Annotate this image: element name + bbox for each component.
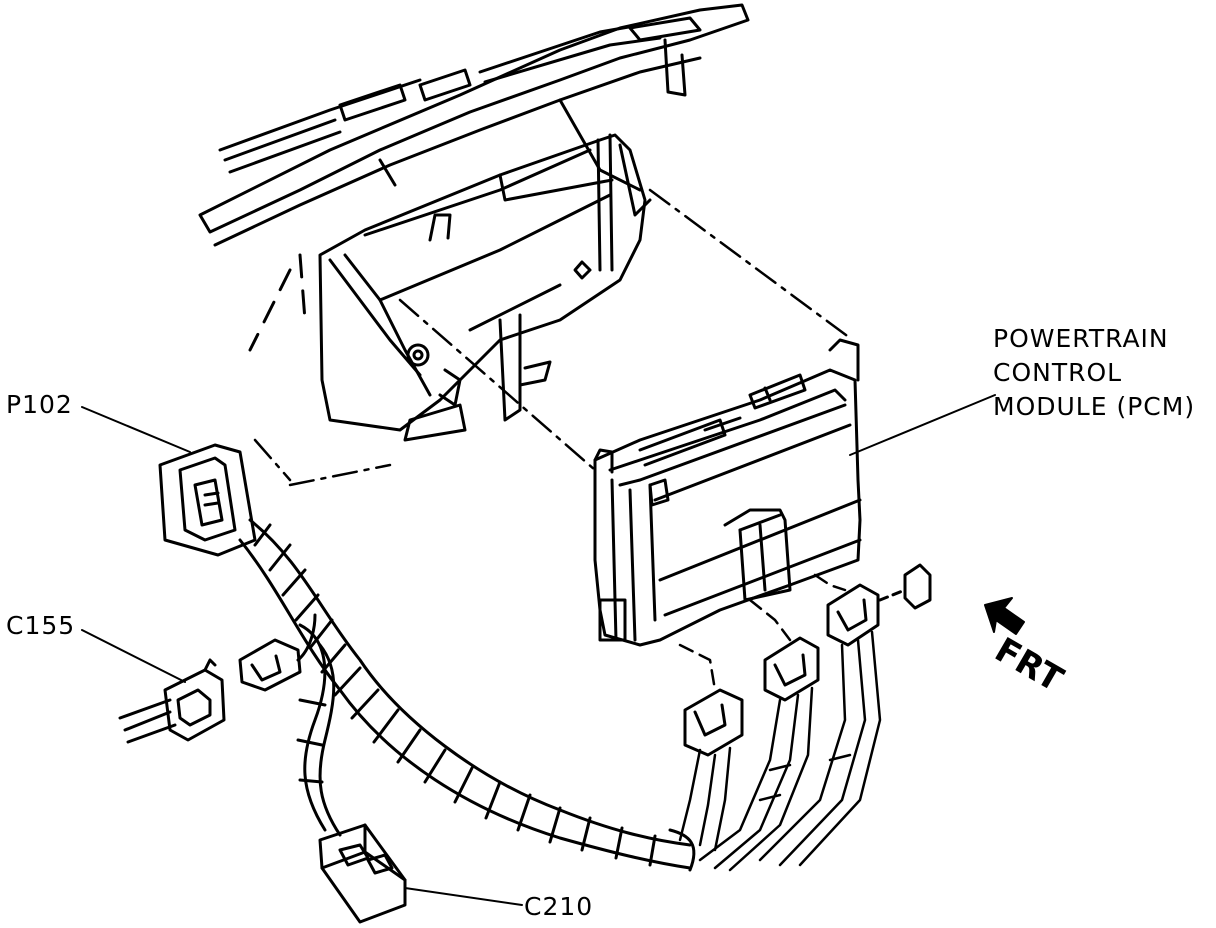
pcm-harness-connectors — [683, 563, 932, 757]
pcm-wire-bundles — [678, 630, 882, 872]
pcm-connector-dashes — [678, 573, 847, 692]
dashboard-panel — [198, 3, 750, 352]
c210-connector — [318, 823, 407, 924]
c155-leader-line — [81, 629, 186, 683]
pcm-callout-label: POWERTRAIN CONTROL MODULE (PCM) — [993, 322, 1195, 424]
mounting-bracket — [318, 133, 652, 442]
frt-arrow-icon — [984, 597, 1025, 635]
main-harness — [238, 518, 696, 872]
pcm-leader-line — [849, 394, 996, 456]
p102-connector — [158, 443, 257, 557]
c210-branch-harness — [296, 623, 342, 837]
c155-connector — [118, 658, 226, 744]
c155-label: C155 — [6, 611, 76, 640]
pcm-label-line2: CONTROL — [993, 358, 1123, 387]
pcm-label-line3: MODULE (PCM) — [993, 392, 1196, 421]
p102-leader-line — [81, 406, 191, 453]
c210-label: C210 — [524, 892, 594, 921]
pcm-module — [593, 338, 862, 647]
p102-label: P102 — [6, 390, 73, 419]
inline-connector-mating — [238, 613, 317, 692]
c210-leader-line — [404, 887, 523, 906]
alignment-lines — [253, 188, 852, 487]
pcm-label-line1: POWERTRAIN — [993, 324, 1169, 353]
